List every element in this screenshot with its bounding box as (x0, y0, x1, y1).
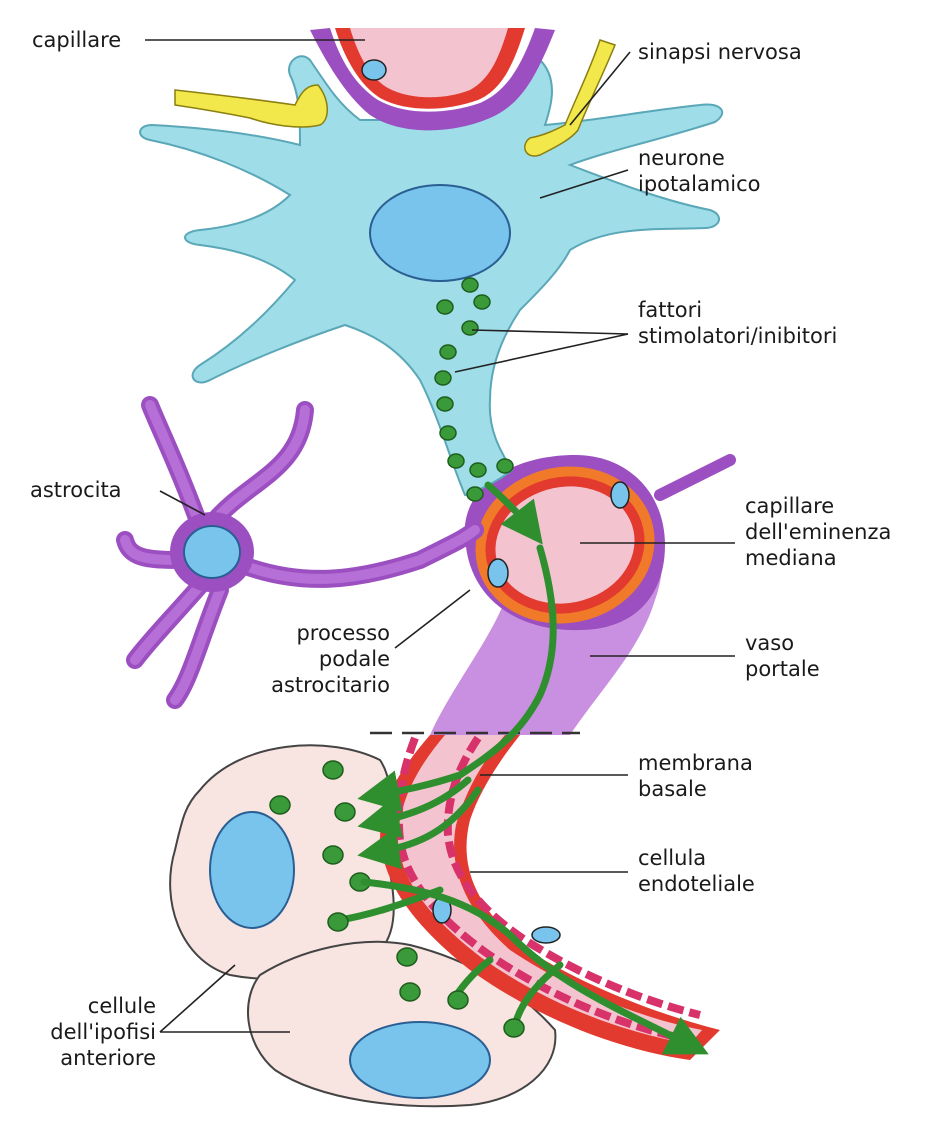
label-membrana-basale: membrana basale (638, 750, 753, 802)
label-processo-podale: processo podale astrocitario (270, 620, 390, 698)
pituitary-nucleus-lower (350, 1022, 490, 1098)
astrocyte-process-right (660, 460, 730, 495)
label-neurone-line2: ipotalamico (638, 171, 761, 197)
label-vaso-line1: vaso (745, 630, 820, 656)
label-capillare-eminenza-line1: capillare (745, 493, 891, 519)
top-capillary-endothelial-nucleus (362, 60, 386, 80)
label-fattori-line2: stimolatori/inibitori (638, 323, 837, 349)
median-eminence-endothelial-nucleus-2 (488, 559, 508, 587)
label-cellule-line1: cellule (30, 993, 156, 1019)
label-vaso-line2: portale (745, 656, 820, 682)
median-eminence-endothelial-nucleus-1 (611, 482, 629, 508)
label-cellule-ipofisi: cellule dell'ipofisi anteriore (30, 993, 156, 1071)
label-fattori: fattori stimolatori/inibitori (638, 297, 837, 349)
label-capillare-text: capillare (32, 27, 121, 53)
hypothalamic-neuron-nucleus (370, 185, 510, 281)
label-sinapsi-nervosa: sinapsi nervosa (638, 39, 802, 65)
label-processo-line2: podale (270, 646, 390, 672)
label-astrocita-text: astrocita (30, 477, 122, 503)
label-fattori-line1: fattori (638, 297, 837, 323)
label-cellula-line2: endoteliale (638, 871, 755, 897)
label-processo-line1: processo (270, 620, 390, 646)
label-sinapsi-text: sinapsi nervosa (638, 39, 802, 65)
label-neurone-line1: neurone (638, 145, 761, 171)
label-membrana-line2: basale (638, 776, 753, 802)
label-capillare-eminenza: capillare dell'eminenza mediana (745, 493, 891, 571)
label-processo-line3: astrocitario (270, 672, 390, 698)
label-capillare-eminenza-line3: mediana (745, 545, 891, 571)
astrocyte-nucleus (184, 526, 240, 578)
pituitary-nucleus-upper (210, 812, 294, 928)
synapse-left (175, 85, 327, 127)
label-cellula-line1: cellula (638, 845, 755, 871)
label-neurone-ipotalamico: neurone ipotalamico (638, 145, 761, 197)
label-capillare-eminenza-line2: dell'eminenza (745, 519, 891, 545)
label-astrocita: astrocita (30, 477, 122, 503)
label-vaso-portale: vaso portale (745, 630, 820, 682)
label-cellule-line2: dell'ipofisi (30, 1019, 156, 1045)
label-capillare: capillare (32, 27, 121, 53)
endothelial-cell-nucleus-2 (532, 927, 560, 943)
label-cellule-line3: anteriore (30, 1045, 156, 1071)
label-cellula-endoteliale: cellula endoteliale (638, 845, 755, 897)
label-membrana-line1: membrana (638, 750, 753, 776)
